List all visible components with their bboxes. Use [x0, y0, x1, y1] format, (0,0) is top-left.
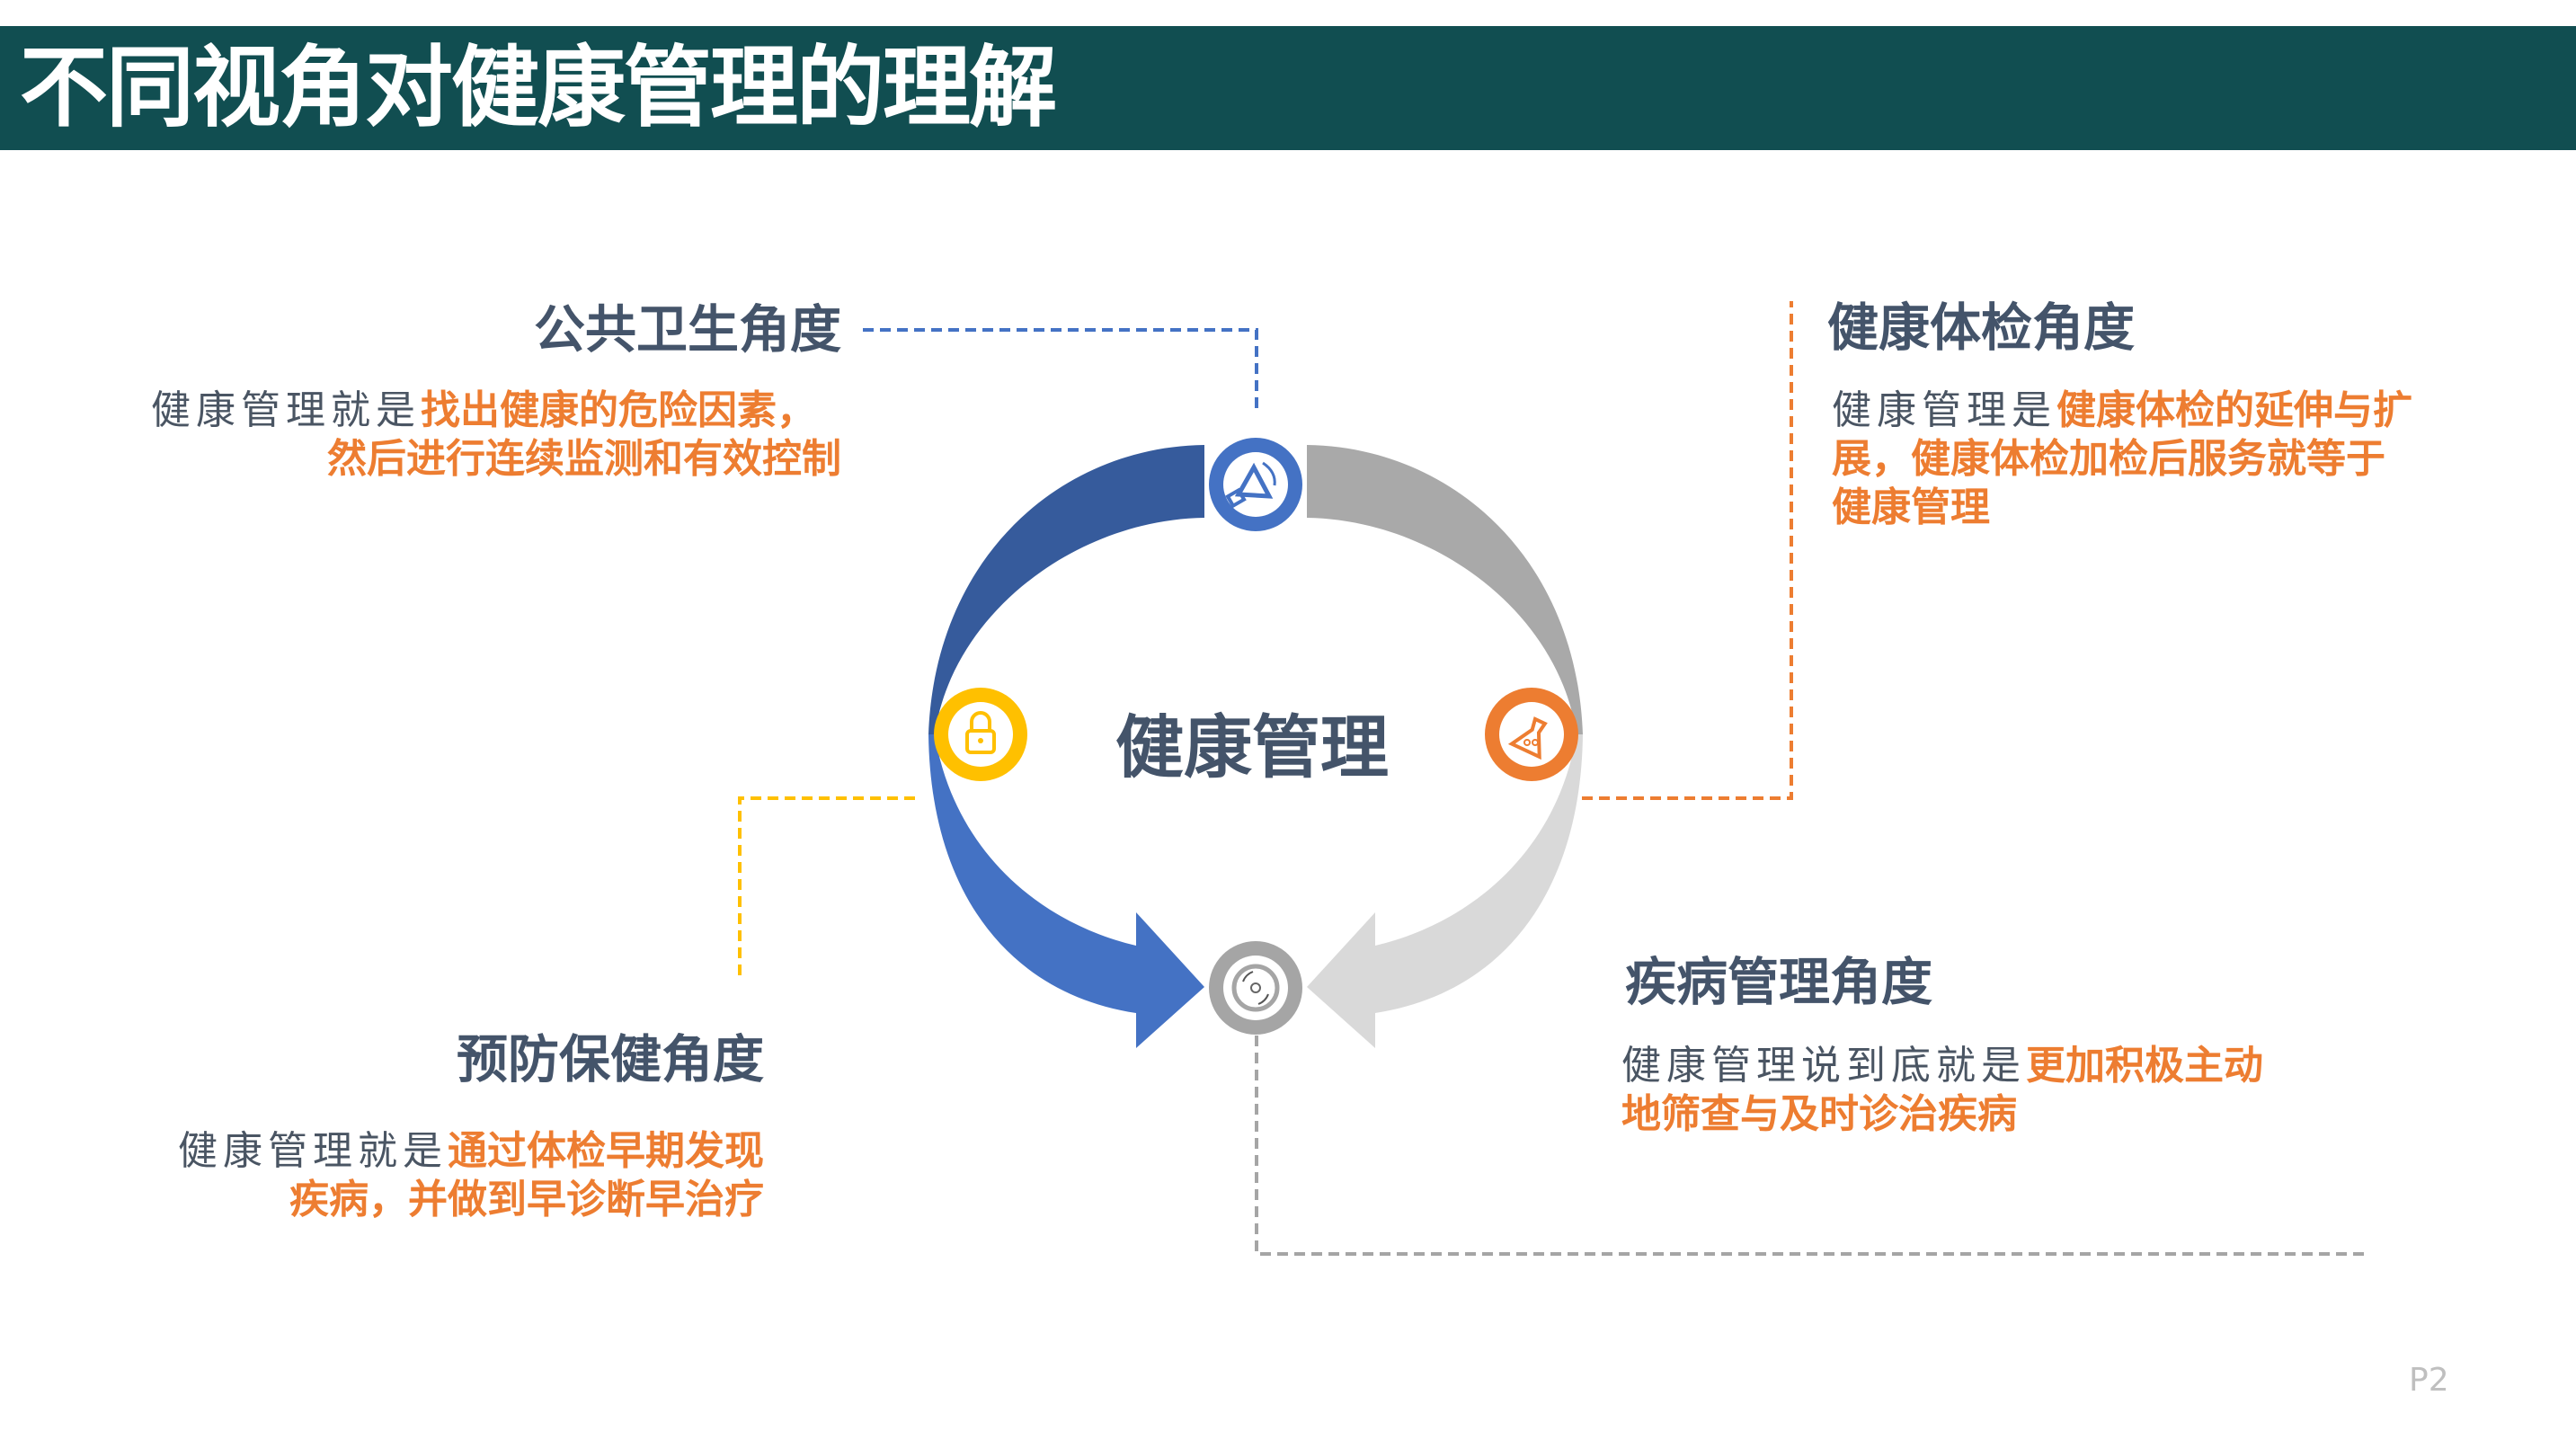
desc-highlight: 找出健康的危险因素， — [421, 387, 816, 433]
desc-highlight: 健康体检的延伸与扩 — [2056, 387, 2412, 433]
connector-prevention — [738, 796, 915, 981]
heading-checkup: 健康体检角度 — [1827, 298, 2135, 358]
desc-disease: 健康管理说到底就是更加积极主动 地筛查与及时诊治疾病 — [1621, 1042, 2263, 1139]
page-title: 不同视角对健康管理的理解 — [20, 37, 1057, 139]
connector-checkup — [1582, 301, 1793, 800]
arrow-bottom-right — [1307, 734, 1583, 1048]
desc-highlight: 展，健康体检加检后服务就等于 — [1832, 436, 2385, 482]
desc-prevention: 健康管理就是通过体检早期发现 疾病，并做到早诊断早治疗 — [178, 1127, 764, 1224]
desc-prefix: 健康管理就是 — [178, 1128, 448, 1174]
desc-highlight: 通过体检早期发现 — [448, 1128, 764, 1174]
desc-line: 健康管理说到底就是更加积极主动 — [1621, 1042, 2263, 1090]
desc-prefix: 健康管理说到底就是 — [1621, 1043, 2026, 1089]
megaphone-icon — [1209, 438, 1302, 531]
desc-highlight: 地筛查与及时诊治疾病 — [1621, 1091, 2017, 1137]
arrow-bottom-left — [928, 734, 1204, 1048]
center-label: 健康管理 — [1115, 707, 1389, 787]
desc-line: 地筛查与及时诊治疾病 — [1621, 1090, 2263, 1139]
desc-prefix: 健康管理就是 — [151, 387, 421, 433]
desc-line: 健康管理就是通过体检早期发现 — [178, 1127, 764, 1176]
desc-line: 展，健康体检加检后服务就等于 — [1832, 435, 2412, 484]
desc-line: 然后进行连续监测和有效控制 — [151, 435, 841, 484]
desc-prefix: 健康管理是 — [1832, 387, 2056, 433]
desc-line: 健康管理 — [1832, 484, 2412, 532]
desc-highlight: 疾病，并做到早诊断早治疗 — [289, 1177, 764, 1222]
desc-line: 健康管理就是找出健康的危险因素， — [151, 387, 841, 435]
arc-top-left — [928, 445, 1204, 734]
desc-highlight: 然后进行连续监测和有效控制 — [327, 436, 841, 482]
desc-public-health: 健康管理就是找出健康的危险因素， 然后进行连续监测和有效控制 — [151, 387, 841, 484]
flask-icon — [1485, 688, 1578, 781]
desc-line: 疾病，并做到早诊断早治疗 — [178, 1176, 764, 1224]
lock-icon — [934, 688, 1027, 781]
heading-prevention: 预防保健角度 — [457, 1030, 764, 1089]
title-bar: 不同视角对健康管理的理解 — [0, 26, 2576, 150]
arc-top-right — [1307, 445, 1583, 734]
disc-icon — [1209, 941, 1302, 1035]
heading-disease: 疾病管理角度 — [1625, 953, 1932, 1012]
page-number: P2 — [2409, 1362, 2449, 1399]
connector-public-health — [863, 328, 1258, 413]
desc-checkup: 健康管理是健康体检的延伸与扩 展，健康体检加检后服务就等于 健康管理 — [1832, 387, 2412, 532]
desc-highlight: 更加积极主动 — [2026, 1043, 2263, 1089]
desc-line: 健康管理是健康体检的延伸与扩 — [1832, 387, 2412, 435]
desc-highlight: 健康管理 — [1832, 484, 1990, 530]
heading-public-health: 公共卫生角度 — [534, 300, 841, 360]
connector-disease — [1255, 1036, 2369, 1256]
